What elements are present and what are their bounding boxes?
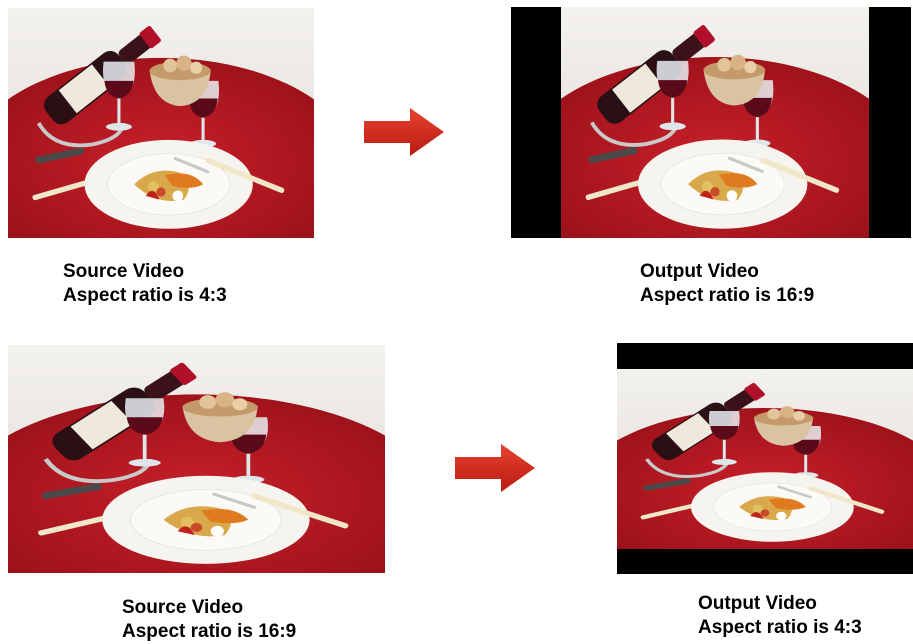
pillarbox-left: [511, 7, 561, 238]
letterbox-bottom: [617, 555, 913, 574]
caption-title: Source Video: [63, 261, 185, 282]
right-arrow-icon: [364, 108, 444, 156]
caption-title: Output Video: [640, 261, 759, 282]
caption-output-16x9: Output Video Aspect ratio is 16:9: [640, 260, 814, 308]
source-image-4x3: [8, 8, 314, 238]
output-image-4x3: [617, 343, 913, 574]
source-image-16x9: [8, 345, 385, 573]
caption-title: Output Video: [698, 593, 817, 614]
caption-source-4x3: Source Video Aspect ratio is 4:3: [63, 260, 227, 308]
caption-source-16x9: Source Video Aspect ratio is 16:9: [122, 596, 296, 644]
letterbox-top: [617, 343, 913, 369]
caption-subtitle: Aspect ratio is 4:3: [63, 285, 227, 306]
output-image-16x9: [511, 7, 911, 238]
caption-subtitle: Aspect ratio is 16:9: [122, 621, 297, 642]
right-arrow-icon: [455, 444, 535, 492]
caption-subtitle: Aspect ratio is 4:3: [698, 617, 862, 638]
caption-title: Source Video: [122, 597, 244, 618]
caption-output-4x3: Output Video Aspect ratio is 4:3: [698, 592, 862, 640]
caption-subtitle: Aspect ratio is 16:9: [640, 285, 815, 306]
pillarbox-right: [869, 7, 911, 238]
